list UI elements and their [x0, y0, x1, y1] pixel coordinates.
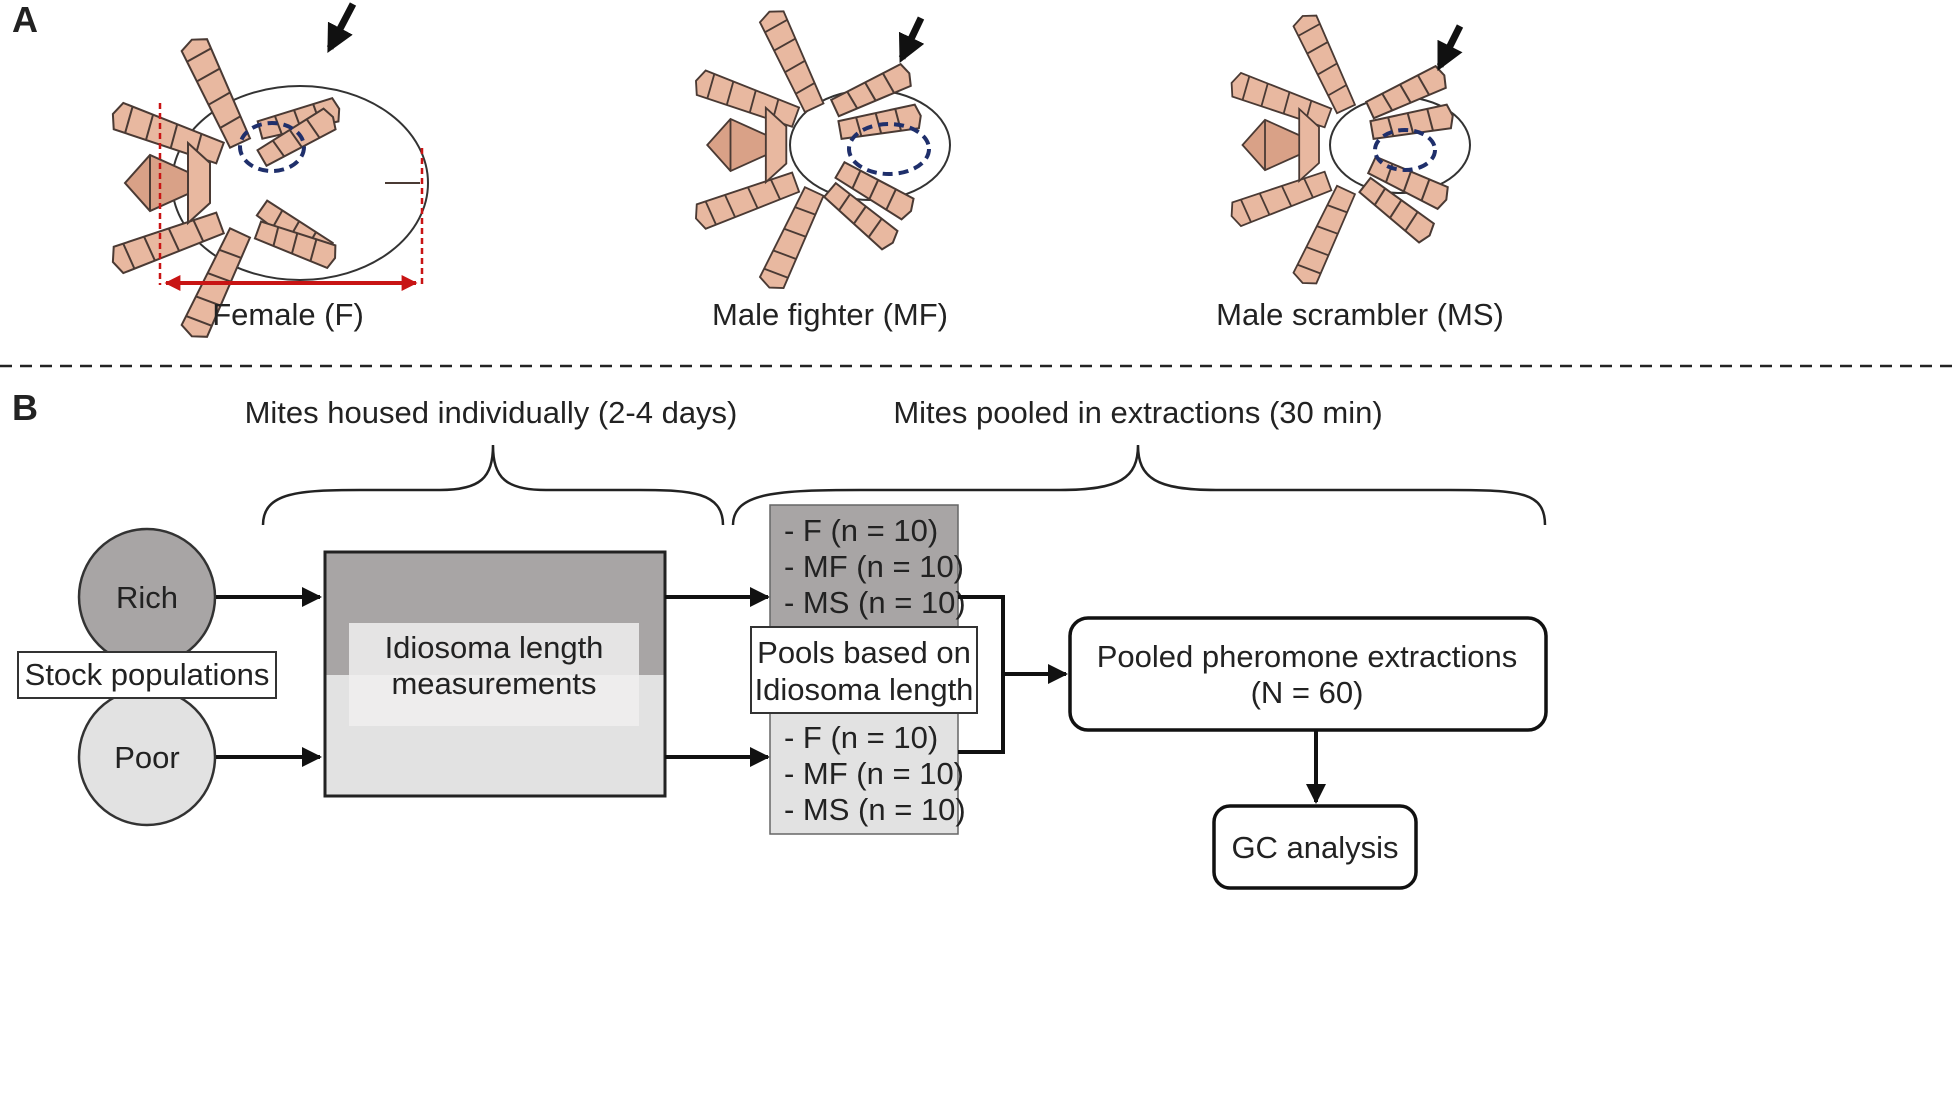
- male-fighter-illustration: [692, 6, 951, 293]
- female-leg-arrow: [326, 2, 357, 53]
- rich-label: Rich: [116, 580, 178, 615]
- poor-pool-box: [769, 711, 959, 835]
- fighter-leg-arrow: [898, 16, 925, 64]
- measurement-line-2: measurements: [391, 666, 596, 701]
- poor-pool-ms: - MS (n = 10): [784, 792, 966, 827]
- housed-individually-label: Mites housed individually (2-4 days): [245, 395, 738, 430]
- extraction-line-1: Pooled pheromone extractions: [1097, 639, 1517, 674]
- rich-pool-f: - F (n = 10): [784, 513, 938, 548]
- male-scrambler-illustration: [1227, 11, 1471, 289]
- measurement-box: [323, 550, 667, 798]
- female-caption: Female (F): [212, 297, 364, 332]
- panel-b-letter: B: [12, 387, 38, 428]
- male-fighter-caption: Male fighter (MF): [712, 297, 948, 332]
- gc-analysis-label: GC analysis: [1231, 830, 1398, 865]
- rich-pool-box: [769, 504, 959, 628]
- rich-pool-mf: - MF (n = 10): [784, 549, 964, 584]
- genital-region-outline: [847, 122, 931, 176]
- stock-populations-label: Stock populations: [25, 657, 270, 692]
- male-scrambler-caption: Male scrambler (MS): [1216, 297, 1504, 332]
- rich-pool-ms: - MS (n = 10): [784, 585, 966, 620]
- scrambler-leg-arrow: [1436, 24, 1464, 72]
- genital-region-outline: [238, 121, 306, 173]
- gc-analysis-box: [1212, 804, 1418, 890]
- stock-populations-box: [17, 651, 277, 699]
- left-brace: [261, 444, 725, 526]
- pools-based-line-2: Idiosoma length: [755, 672, 974, 707]
- pools-based-line-1: Pools based on: [757, 635, 971, 670]
- panel-a-letter: A: [12, 0, 38, 40]
- idiosoma-length-measurement: [158, 103, 424, 291]
- extraction-box: [1068, 616, 1548, 732]
- poor-label: Poor: [114, 740, 179, 775]
- genital-region-outline: [1373, 128, 1437, 172]
- poor-pool-f: - F (n = 10): [784, 720, 938, 755]
- poor-pool-mf: - MF (n = 10): [784, 756, 964, 791]
- pooled-extractions-label: Mites pooled in extractions (30 min): [893, 395, 1382, 430]
- extraction-line-2: (N = 60): [1251, 675, 1364, 710]
- measurement-line-1: Idiosoma length: [385, 630, 604, 665]
- female-mite-illustration: [108, 34, 429, 342]
- pools-based-on-box: [750, 626, 978, 714]
- right-brace: [731, 444, 1547, 526]
